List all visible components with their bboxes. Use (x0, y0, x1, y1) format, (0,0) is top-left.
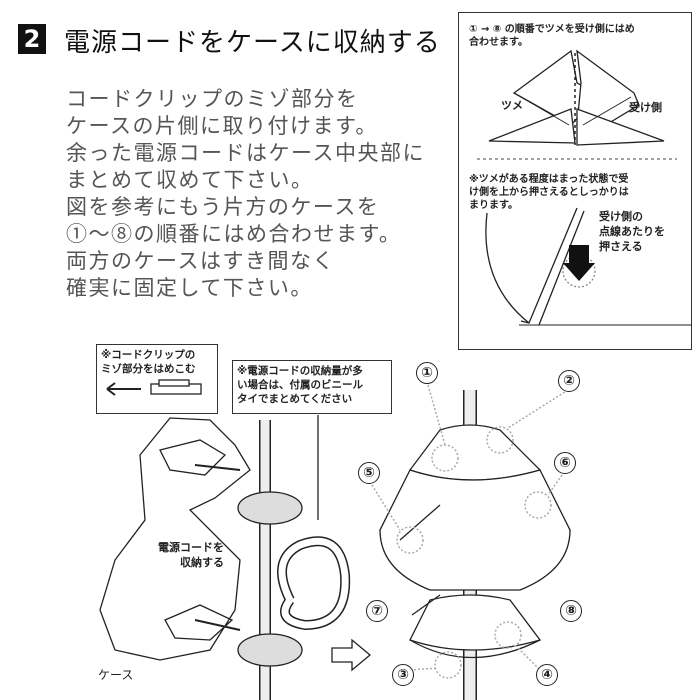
clip-callout: ※コードクリップの ミゾ部分をはめこむ (96, 344, 218, 414)
instruction-line: まとめて収めて下さい。 (66, 168, 314, 192)
case-shape (99, 417, 251, 661)
instruction-line: 余った電源コードはケース中央部に (66, 141, 425, 165)
tab-label: ツメ (501, 99, 523, 112)
order-number-4: ④ (536, 664, 558, 686)
step-number-badge: 2 (18, 24, 46, 54)
press-arrow-icon (563, 245, 595, 281)
tab-lower-shape (488, 108, 576, 144)
order-number-1: ① (416, 362, 438, 384)
detail-caption: ① → ⑧ の順番でツメを受け側にはめ 合わせます。 (469, 24, 635, 48)
detail-figure-box: ① → ⑧ の順番でツメを受け側にはめ 合わせます。 ツメ 受け側 ※ツメがある… (458, 12, 692, 350)
case-label: ケース (98, 668, 134, 682)
order-number-2: ② (558, 370, 580, 392)
fit-note: ※ツメがある程度はまった状態で受 け側を上から押さえるとしっかりは まります。 (469, 174, 629, 211)
instruction-line: ケースの片側に取り付けます。 (66, 114, 378, 138)
receiver-lower-shape (576, 108, 665, 146)
instruction-line: 確実に固定して下さい。 (66, 276, 313, 300)
order-number-7: ⑦ (366, 600, 388, 622)
order-number-6: ⑥ (554, 452, 576, 474)
store-cord-label: 電源コードを 収納する (158, 541, 224, 569)
instruction-line: 両方のケースはすき間なく (66, 249, 335, 273)
order-number-8: ⑧ (560, 600, 582, 622)
receiver-label: 受け側 (629, 101, 662, 114)
vinyl-tie-callout: ※電源コードの収納量が多 い場合は、付属のビニール タイでまとめてください (232, 360, 392, 414)
order-number-3: ③ (392, 664, 414, 686)
next-arrow-icon (331, 638, 372, 672)
press-instruction: 受け側の 点線あたりを 押さえる (599, 210, 665, 253)
order-number-5: ⑤ (358, 462, 380, 484)
step-title: 電源コードをケースに収納する (64, 28, 441, 58)
instruction-line: コードクリップのミゾ部分を (66, 87, 359, 111)
instruction-line: 図を参考にもう片方のケースを (66, 195, 380, 219)
instruction-line: ①～⑧の順番にはめ合わせます。 (66, 222, 402, 246)
clip-arrow-icon (106, 379, 202, 396)
instruction-text: コードクリップのミゾ部分を ケースの片側に取り付けます。 余った電源コードはケー… (66, 86, 425, 302)
detail-illustration (477, 49, 691, 326)
